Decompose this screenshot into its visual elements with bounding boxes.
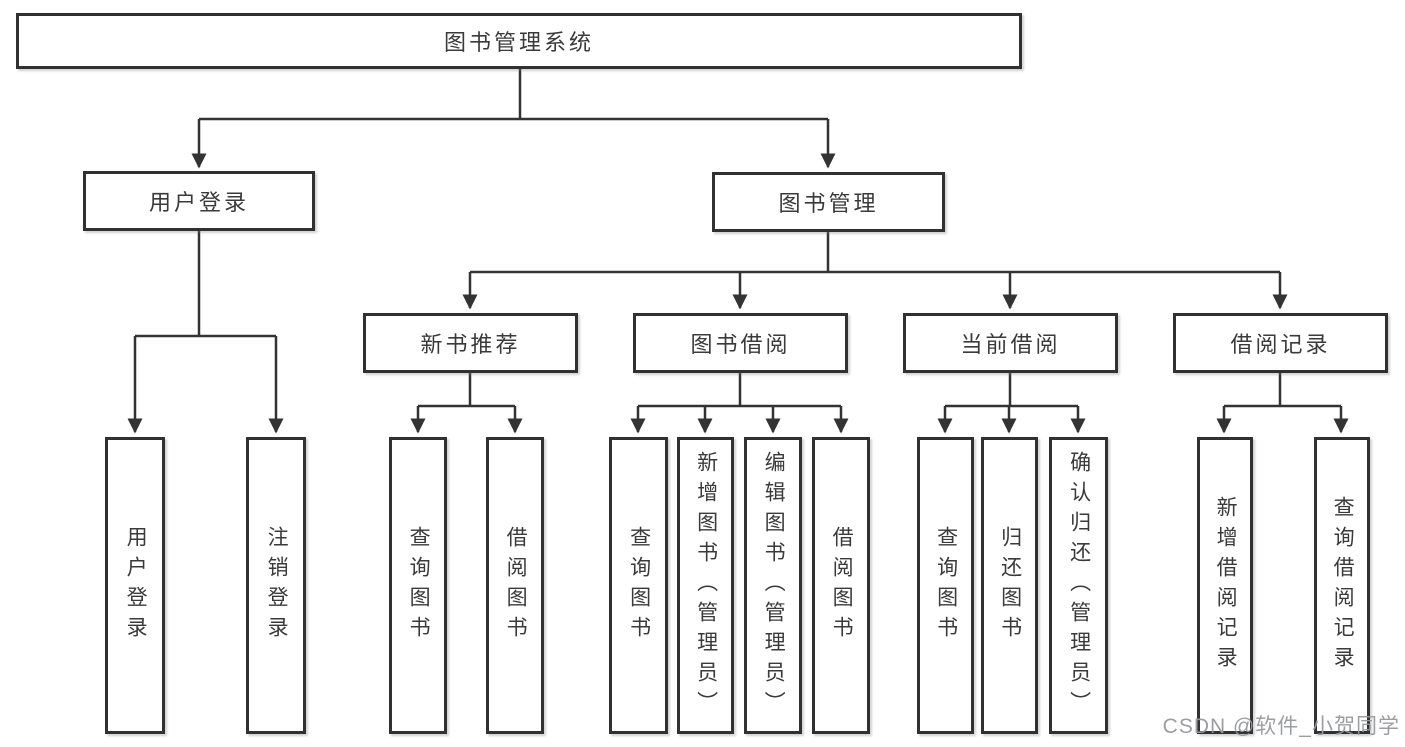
leaf-bookborrow-query-label: 查询图书 (627, 525, 651, 646)
leaf-bookborrow-add: 新增图书（管理员） (677, 437, 734, 734)
node-user-login: 用户登录 (83, 171, 315, 231)
node-new-books-label: 新书推荐 (420, 332, 521, 357)
leaf-records-add: 新增借阅记录 (1197, 437, 1253, 734)
leaf-newbooks-query-label: 查询图书 (407, 525, 431, 646)
leaf-currentborrow-confirm: 确认归还（管理员） (1049, 437, 1108, 734)
leaf-user-login: 用户登录 (105, 437, 165, 734)
leaf-currentborrow-confirm-label: 确认归还（管理员） (1067, 450, 1091, 721)
leaf-newbooks-query: 查询图书 (389, 437, 447, 734)
watermark-text: CSDN @软件_小贺同学 (1162, 715, 1400, 738)
node-current-borrow: 当前借阅 (903, 313, 1118, 373)
leaf-bookborrow-edit-label: 编辑图书（管理员） (762, 450, 786, 721)
leaf-records-add-label: 新增借阅记录 (1214, 495, 1238, 676)
node-book-management: 图书管理 (712, 172, 945, 232)
leaf-records-query: 查询借阅记录 (1314, 437, 1370, 734)
leaf-currentborrow-return-label: 归还图书 (998, 525, 1022, 646)
node-book-management-label: 图书管理 (778, 191, 879, 216)
node-book-borrow: 图书借阅 (633, 313, 848, 373)
leaf-bookborrow-query: 查询图书 (609, 437, 668, 734)
leaf-bookborrow-edit: 编辑图书（管理员） (744, 437, 802, 734)
leaf-logout-label: 注销登录 (265, 525, 289, 646)
leaf-logout: 注销登录 (246, 437, 306, 734)
node-current-borrow-label: 当前借阅 (960, 332, 1061, 357)
node-root: 图书管理系统 (16, 13, 1022, 69)
leaf-currentborrow-query: 查询图书 (917, 437, 974, 734)
leaf-records-query-label: 查询借阅记录 (1331, 495, 1355, 676)
node-book-borrow-label: 图书借阅 (690, 332, 791, 357)
leaf-newbooks-borrow-label: 借阅图书 (504, 525, 528, 646)
leaf-bookborrow-borrow: 借阅图书 (812, 437, 870, 734)
node-borrow-records-label: 借阅记录 (1230, 332, 1331, 357)
node-new-books: 新书推荐 (363, 313, 578, 373)
leaf-currentborrow-return: 归还图书 (981, 437, 1038, 734)
leaf-bookborrow-add-label: 新增图书（管理员） (694, 450, 718, 721)
leaf-user-login-label: 用户登录 (124, 525, 148, 646)
leaf-currentborrow-query-label: 查询图书 (934, 525, 958, 646)
node-user-login-label: 用户登录 (148, 190, 249, 215)
node-root-label: 图书管理系统 (443, 30, 594, 55)
node-borrow-records: 借阅记录 (1173, 313, 1388, 373)
leaf-newbooks-borrow: 借阅图书 (486, 437, 544, 734)
leaf-bookborrow-borrow-label: 借阅图书 (830, 525, 854, 646)
